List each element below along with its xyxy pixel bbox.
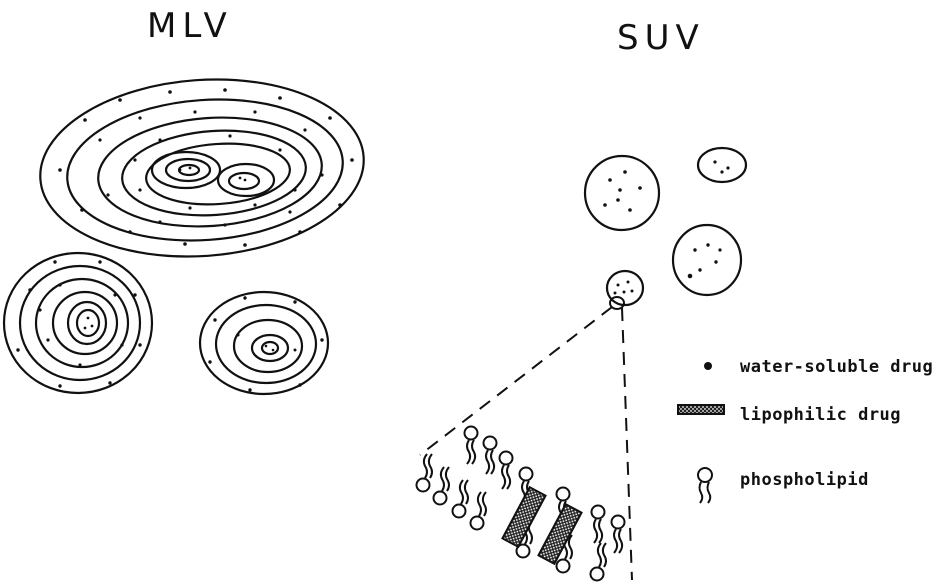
mlv-small-right-vesicle [200, 292, 328, 394]
mlv-small-left-vesicle [4, 253, 152, 393]
mlv-large-vesicle [34, 69, 369, 267]
lipophilic-drug-molecules [502, 487, 581, 564]
legend-water-soluble-drug-label: water-soluble drug [740, 357, 933, 377]
lipophilic-drug-icon [678, 405, 724, 414]
water-soluble-drug-icon [704, 362, 712, 370]
legend-lipophilic-drug-label: lipophilic drug [740, 405, 901, 425]
phospholipid-icon [698, 468, 712, 503]
legend-phospholipid-label: phospholipid [740, 470, 869, 490]
